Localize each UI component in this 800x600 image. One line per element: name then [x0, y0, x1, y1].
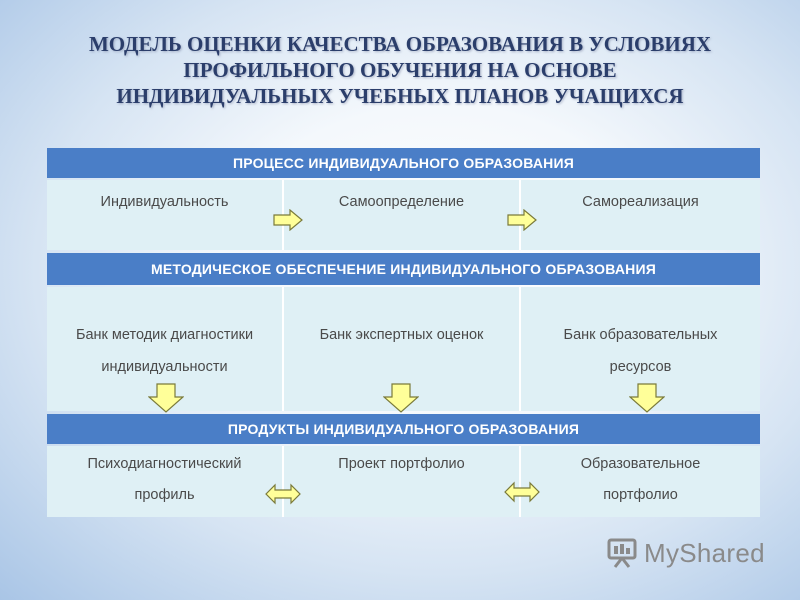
section-header-process: ПРОЦЕСС ИНДИВИДУАЛЬНОГО ОБРАЗОВАНИЯ — [47, 148, 760, 178]
cell-text-line-1: Образовательное — [580, 456, 701, 472]
cell-text-line-2: профиль — [134, 487, 195, 503]
cell-text-line-1: Банк методик диагностики — [75, 327, 254, 343]
table-cell: Психодиагностический профиль — [47, 446, 284, 517]
arrow-down-icon — [383, 383, 419, 413]
table-cell: Самореализация — [521, 180, 760, 250]
presentation-board-icon — [607, 538, 637, 568]
arrow-down-icon — [148, 383, 184, 413]
cell-text-line-1: Банк экспертных оценок — [319, 327, 484, 343]
arrow-right-icon — [507, 209, 537, 231]
cell-text-line-2: портфолио — [603, 487, 678, 503]
table-cell: Банк методик диагностики индивидуальност… — [47, 287, 284, 411]
table-cell: Образовательное портфолио — [521, 446, 760, 517]
section-header-products: ПРОДУКТЫ ИНДИВИДУАЛЬНОГО ОБРАЗОВАНИЯ — [47, 414, 760, 444]
table-cell: Индивидуальность — [47, 180, 284, 250]
title-line-2: ПРОФИЛЬНОГО ОБУЧЕНИЯ НА ОСНОВЕ — [183, 58, 617, 82]
title-line-1: МОДЕЛЬ ОЦЕНКИ КАЧЕСТВА ОБРАЗОВАНИЯ В УСЛ… — [88, 32, 712, 56]
cell-text-line-1: Проект портфолио — [338, 456, 465, 472]
section-header-methodical: МЕТОДИЧЕСКОЕ ОБЕСПЕЧЕНИЕ ИНДИВИДУАЛЬНОГО… — [47, 253, 760, 285]
arrow-right-icon — [273, 209, 303, 231]
arrow-down-icon — [629, 383, 665, 413]
cell-text-line-2: индивидуальности — [101, 359, 228, 375]
myshared-logo: MyShared — [606, 536, 765, 570]
table-cell: Самоопределение — [284, 180, 521, 250]
cell-text-line-1: Банк образовательных — [563, 327, 718, 343]
cell-text: Индивидуальность — [100, 194, 229, 210]
table-row-process: Индивидуальность Самоопределение Самореа… — [47, 180, 760, 250]
logo-text: MyShared — [644, 537, 765, 568]
title-line-3: ИНДИВИДУАЛЬНЫХ УЧЕБНЫХ ПЛАНОВ УЧАЩИХСЯ — [116, 84, 684, 108]
table-cell: Проект портфолио — [284, 446, 521, 517]
cell-text-line-2: ресурсов — [609, 359, 672, 375]
arrow-left-right-icon — [265, 483, 301, 505]
cell-text: Самореализация — [582, 194, 699, 210]
cell-text-line-1: Психодиагностический — [87, 456, 242, 472]
cell-text: Самоопределение — [338, 194, 465, 210]
arrow-left-right-icon — [504, 481, 540, 503]
slide-title: МОДЕЛЬ ОЦЕНКИ КАЧЕСТВА ОБРАЗОВАНИЯ В УСЛ… — [0, 31, 800, 109]
table-row-products: Психодиагностический профиль Проект порт… — [47, 446, 760, 517]
